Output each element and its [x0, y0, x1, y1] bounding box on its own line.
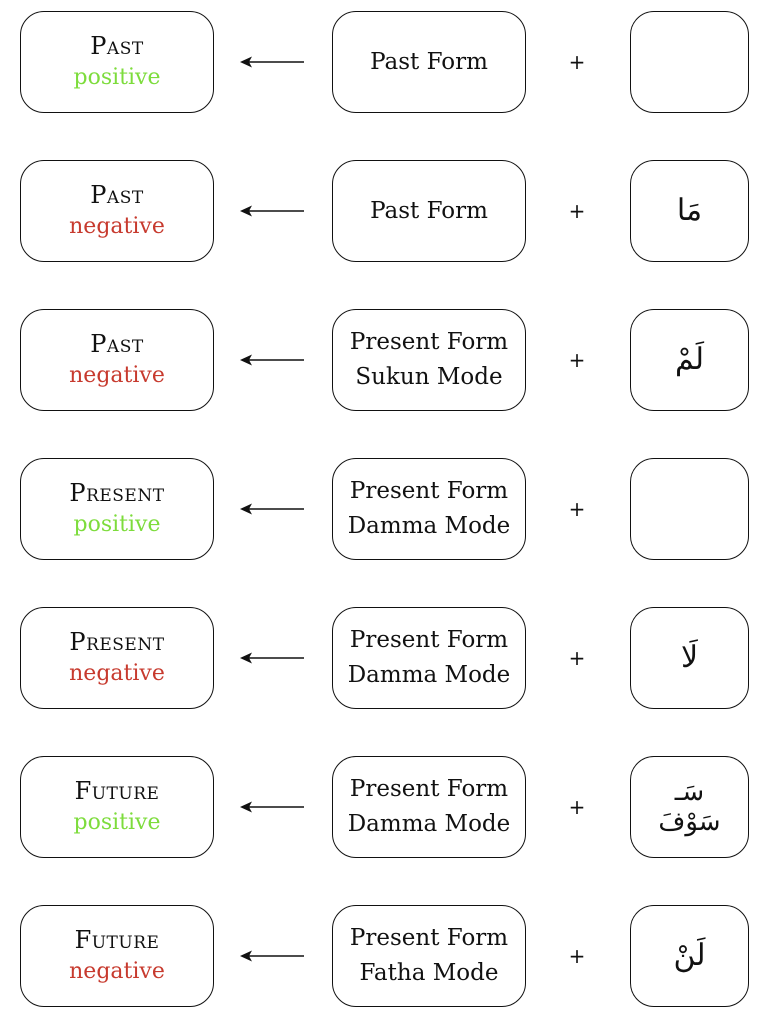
- arrow-left-icon: [240, 503, 304, 515]
- polarity-label: negative: [69, 214, 165, 239]
- plus-icon: +: [568, 944, 586, 968]
- result-box: Future positive: [20, 756, 214, 858]
- verb-form-box: Present Form Fatha Mode: [332, 905, 526, 1007]
- tense-label: Past: [90, 181, 144, 209]
- verb-form-box: Past Form: [332, 11, 526, 113]
- plus-icon: +: [568, 50, 586, 74]
- polarity-label: negative: [69, 959, 165, 984]
- tense-label: Past: [90, 32, 144, 60]
- plus-icon: +: [568, 497, 586, 521]
- particle-text: مَا: [676, 193, 703, 228]
- result-box: Past positive: [20, 11, 214, 113]
- particle-text: سَـ: [674, 777, 705, 807]
- form-line: Damma Mode: [347, 513, 511, 539]
- result-box: Past negative: [20, 309, 214, 411]
- result-box: Future negative: [20, 905, 214, 1007]
- arrow-left-icon: [240, 801, 304, 813]
- polarity-label: positive: [73, 512, 161, 537]
- verb-form-box: Past Form: [332, 160, 526, 262]
- particle-text: سَوْفَ: [658, 807, 721, 837]
- polarity-label: negative: [69, 661, 165, 686]
- plus-icon: +: [568, 199, 586, 223]
- particle-box: لَا: [630, 607, 749, 709]
- plus-icon: +: [568, 646, 586, 670]
- particle-text: لَنْ: [673, 938, 706, 973]
- form-line: Sukun Mode: [355, 364, 503, 390]
- form-line: Present Form: [349, 627, 509, 653]
- verb-form-box: Present Form Damma Mode: [332, 458, 526, 560]
- particle-text: لَا: [680, 640, 699, 675]
- plus-icon: +: [568, 795, 586, 819]
- diagram-row: Present positive Present Form Damma Mode…: [0, 458, 764, 564]
- arrow-left-icon: [240, 950, 304, 962]
- arrow-left-icon: [240, 56, 304, 68]
- diagram-row: Future positive Present Form Damma Mode …: [0, 756, 764, 862]
- particle-box: سَـ سَوْفَ: [630, 756, 749, 858]
- diagram-row: Past negative Past Form + مَا: [0, 160, 764, 266]
- polarity-label: positive: [73, 810, 161, 835]
- particle-box: مَا: [630, 160, 749, 262]
- tense-label: Present: [69, 628, 165, 656]
- result-box: Past negative: [20, 160, 214, 262]
- form-line: Past Form: [370, 48, 488, 75]
- form-line: Present Form: [349, 925, 509, 951]
- arrow-left-icon: [240, 354, 304, 366]
- particle-box: لَنْ: [630, 905, 749, 1007]
- verb-form-box: Present Form Sukun Mode: [332, 309, 526, 411]
- form-line: Present Form: [349, 478, 509, 504]
- particle-box: [630, 11, 749, 113]
- arrow-left-icon: [240, 205, 304, 217]
- verb-form-box: Present Form Damma Mode: [332, 607, 526, 709]
- form-line: Fatha Mode: [359, 960, 499, 986]
- form-line: Present Form: [349, 329, 509, 355]
- diagram-row: Present negative Present Form Damma Mode…: [0, 607, 764, 713]
- result-box: Present positive: [20, 458, 214, 560]
- form-line: Damma Mode: [347, 811, 511, 837]
- arrow-left-icon: [240, 652, 304, 664]
- polarity-label: negative: [69, 363, 165, 388]
- diagram-row: Future negative Present Form Fatha Mode …: [0, 905, 764, 1011]
- particle-text: لَمْ: [674, 342, 705, 377]
- form-line: Present Form: [349, 776, 509, 802]
- particle-box: [630, 458, 749, 560]
- form-line: Damma Mode: [347, 662, 511, 688]
- diagram-row: Past negative Present Form Sukun Mode + …: [0, 309, 764, 415]
- polarity-label: positive: [73, 65, 161, 90]
- tense-label: Present: [69, 479, 165, 507]
- form-line: Past Form: [370, 197, 488, 224]
- diagram-row: Past positive Past Form +: [0, 11, 764, 117]
- plus-icon: +: [568, 348, 586, 372]
- tense-label: Past: [90, 330, 144, 358]
- tense-label: Future: [74, 777, 160, 805]
- particle-box: لَمْ: [630, 309, 749, 411]
- result-box: Present negative: [20, 607, 214, 709]
- tense-label: Future: [74, 926, 160, 954]
- verb-form-box: Present Form Damma Mode: [332, 756, 526, 858]
